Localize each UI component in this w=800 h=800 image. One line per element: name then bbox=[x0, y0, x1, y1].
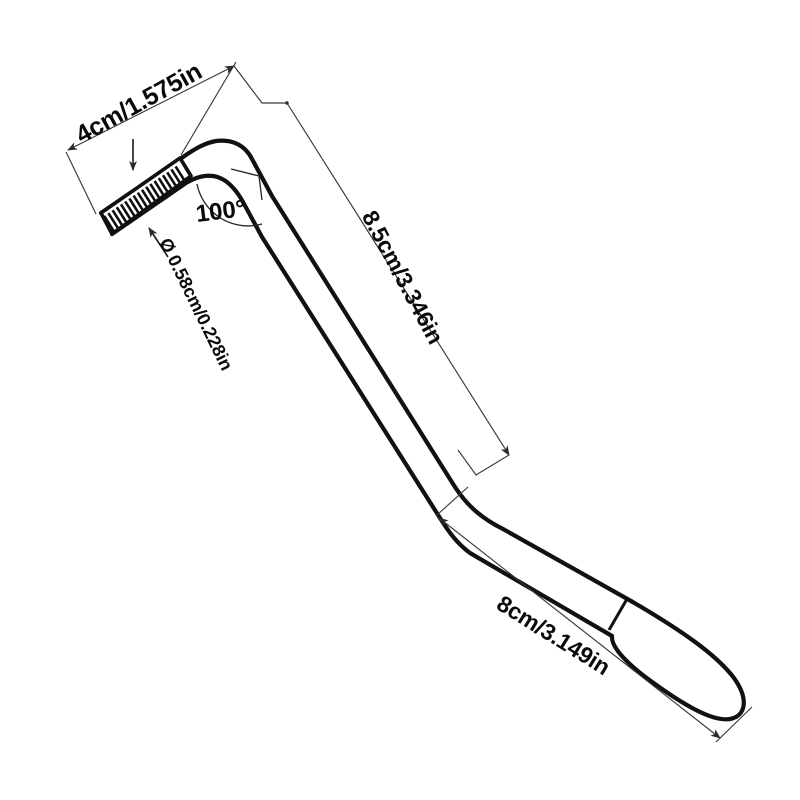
handle-loop bbox=[609, 598, 746, 722]
dim-line-shaft bbox=[285, 101, 510, 456]
dim-jog-thread bbox=[233, 65, 287, 104]
diameter-leader-lower bbox=[148, 227, 169, 258]
dim-line-thread bbox=[67, 65, 235, 151]
dimension-handle-length bbox=[436, 486, 753, 743]
ext-line-handle-bottom bbox=[715, 706, 753, 743]
dim-line-handle bbox=[438, 517, 721, 739]
angle-arc bbox=[196, 183, 263, 227]
dimension-rod-diameter bbox=[129, 139, 169, 258]
angle-arc-tick bbox=[230, 168, 263, 201]
handle-seam-line bbox=[607, 598, 629, 631]
dimension-shaft-length bbox=[285, 101, 510, 476]
dimension-thread-length bbox=[65, 61, 287, 215]
tool-upper-edge bbox=[98, 138, 634, 604]
thread-shoulder bbox=[178, 157, 193, 177]
tool-outline bbox=[98, 138, 746, 722]
ext-line-handle-top bbox=[436, 486, 469, 516]
dimension-bend-angle bbox=[196, 168, 263, 227]
thread-ridges bbox=[103, 165, 187, 233]
ext-line-thread-left bbox=[65, 151, 97, 215]
tool-lower-edge bbox=[109, 173, 615, 639]
dim-jog-shaft bbox=[457, 449, 510, 476]
